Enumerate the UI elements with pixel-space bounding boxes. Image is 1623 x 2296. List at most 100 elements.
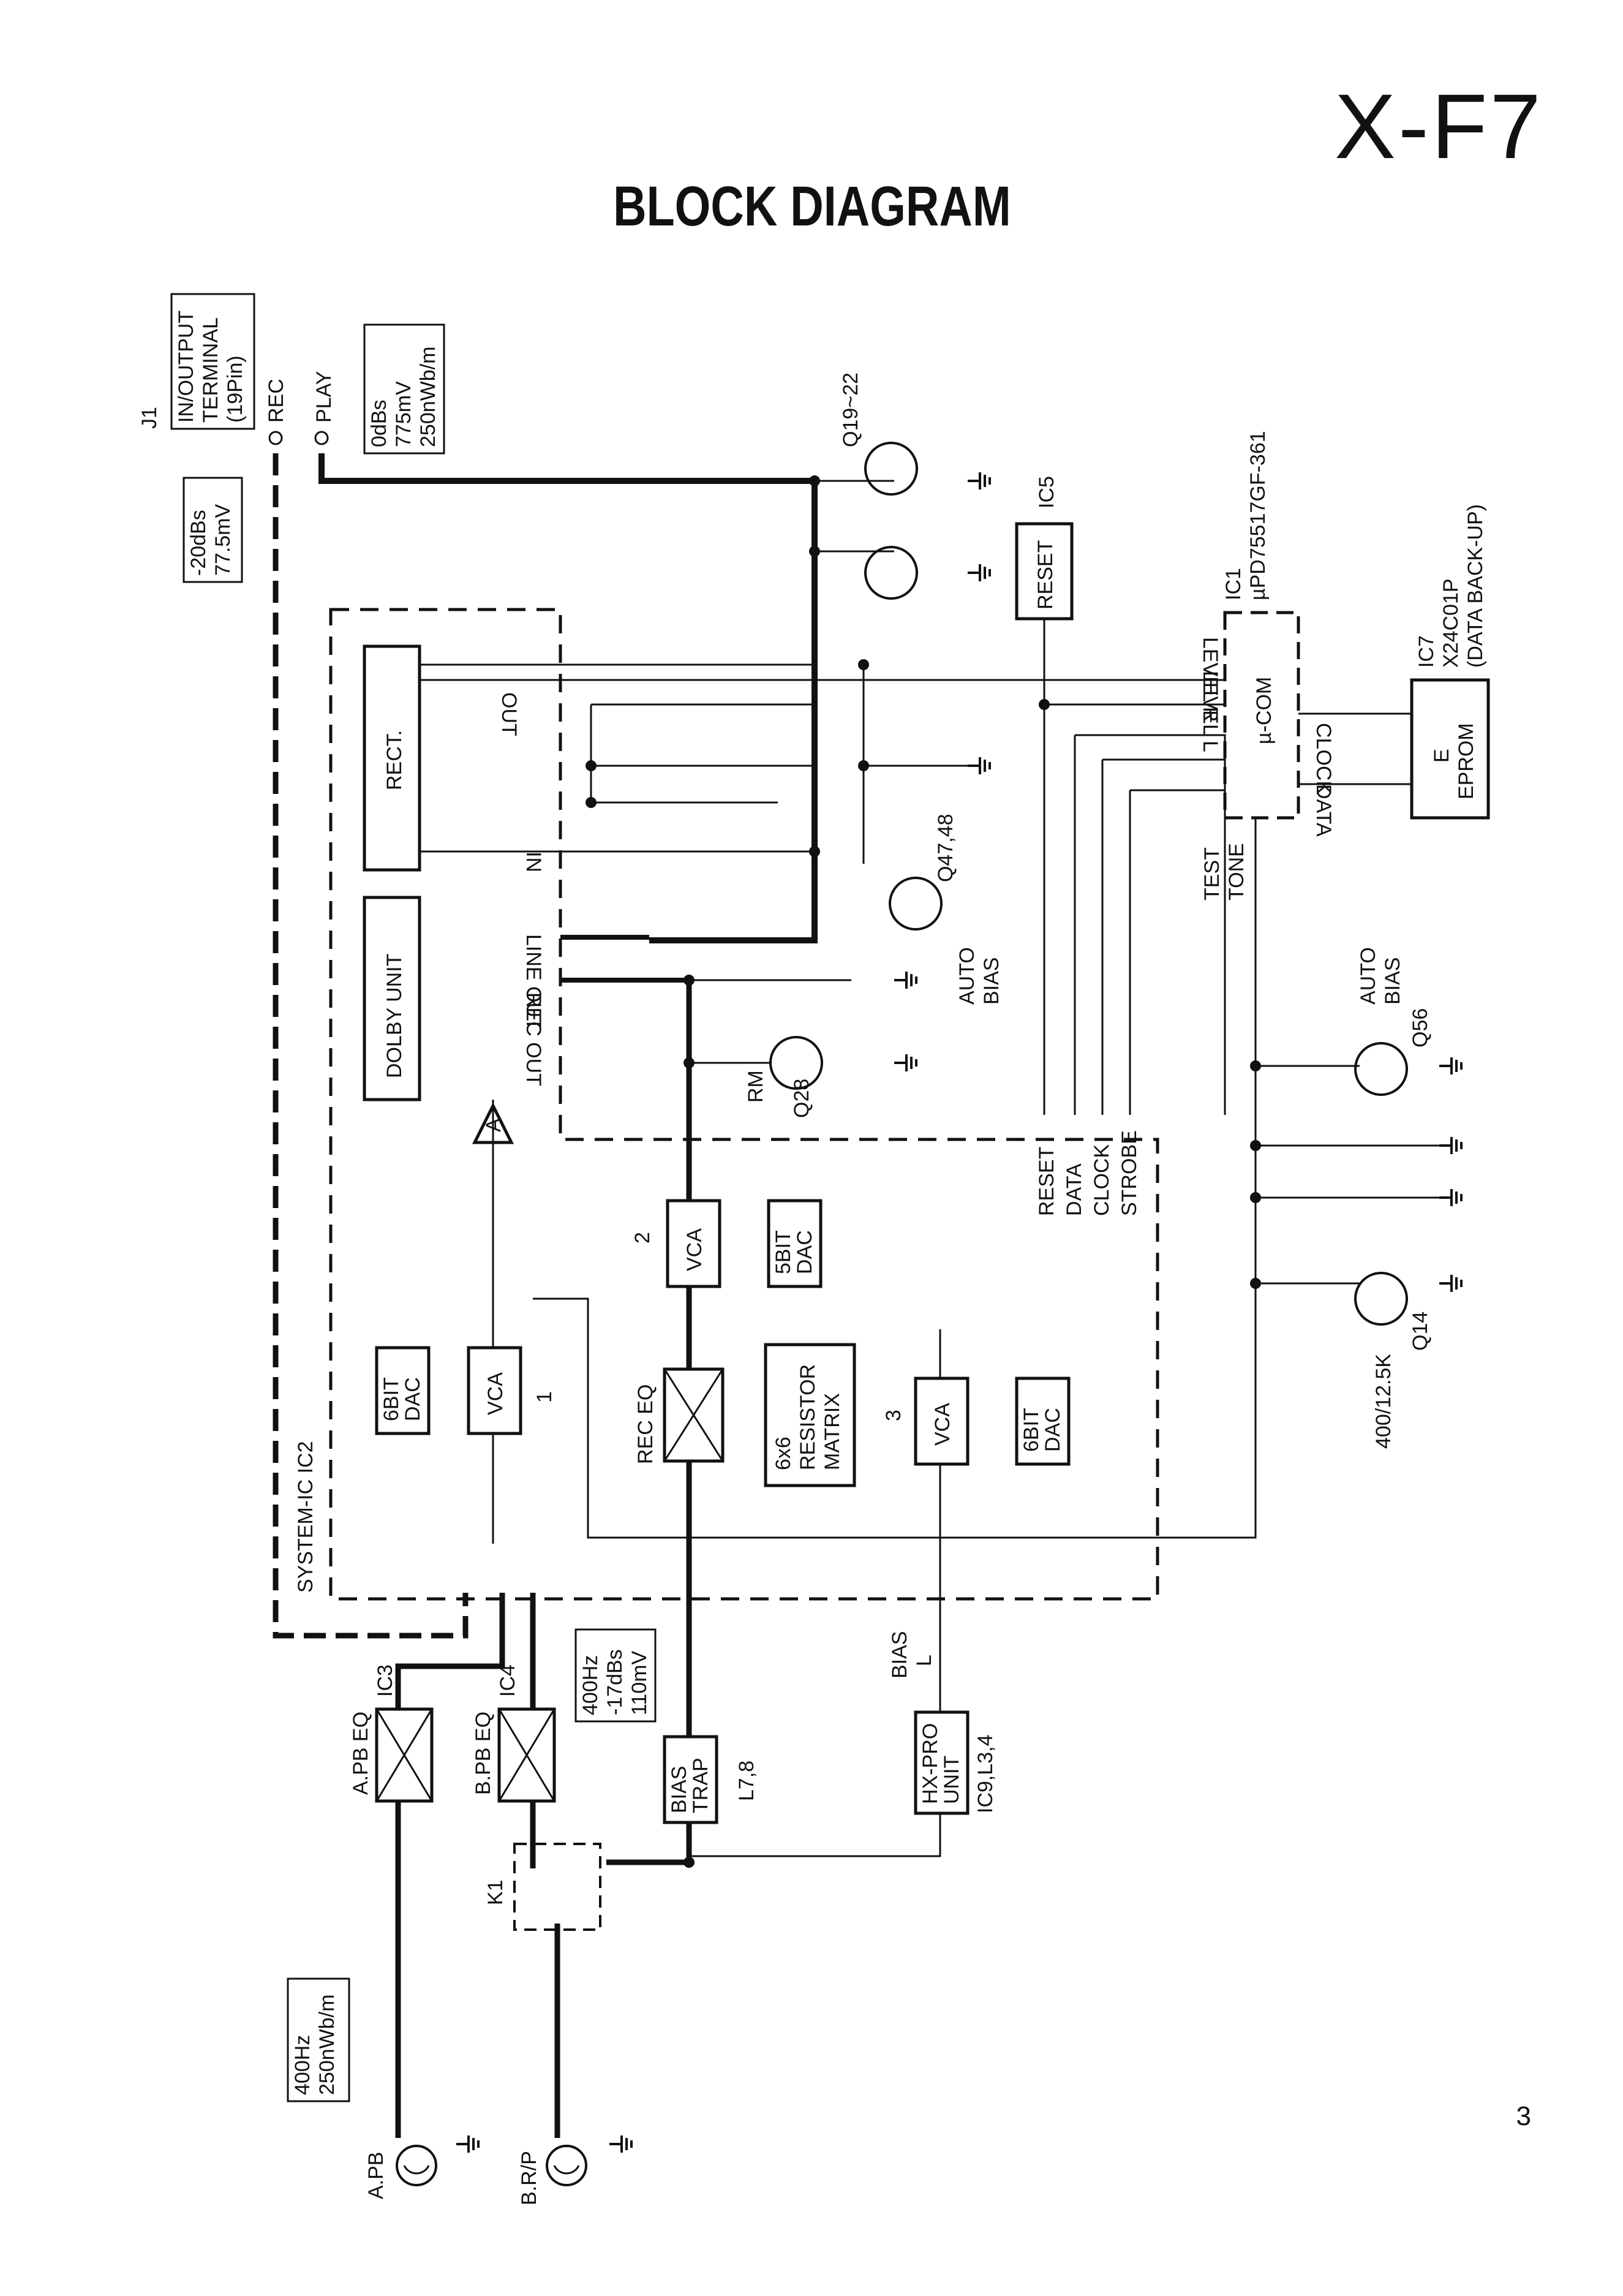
bias-ref-1: 400Hz [579,1655,602,1715]
q47-transistor [889,877,943,931]
strobe-signal-label: STROBE [1118,1130,1141,1216]
ic7-note: (DATA BACK-UP) [1464,504,1487,668]
data-signal-label: DATA [1063,1163,1086,1216]
dolby-unit-block [363,896,421,1101]
vca1-block [467,1346,522,1435]
a-pb-eq-block [375,1707,434,1803]
page-title: BLOCK DIAGRAM [613,175,1011,238]
terminal-line3: (19Pin) [224,355,247,423]
matrix-line1: 6x6 [772,1437,795,1470]
test-tone-1: TEST [1200,847,1224,901]
rm-label: RM [744,1070,767,1103]
system-ic-boundary [329,608,1159,1601]
reset-signal-label: RESET [1035,1147,1058,1216]
dac6-left-line1: 6BIT [380,1377,403,1421]
ic4-label: IC4 [496,1664,519,1697]
bias-trap-2: TRAP [689,1758,712,1813]
bias-l-1: BIAS [888,1631,911,1679]
num2-label: 2 [631,1232,654,1244]
hx-pro-block [914,1710,970,1815]
bias-ref-2: -17dBs [603,1649,627,1715]
vca3-block [914,1376,970,1466]
dac5-block [767,1199,823,1288]
dac5-line2: DAC [793,1230,816,1274]
clock-signal-label: CLOCK [1090,1144,1113,1216]
dolby-label: DOLBY UNIT [383,954,406,1078]
q28-label: Q28 [790,1079,813,1118]
q14-label: Q14 [1409,1312,1432,1351]
rec-level-1: -20dBs [187,510,210,576]
b-rp-head [546,2145,587,2186]
ic5-label: IC5 [1035,476,1058,508]
amp-label: A [482,1118,505,1132]
terminal-line2: TERMINAL [199,317,222,423]
head-ref-1: 400Hz [291,2035,314,2095]
auto-bias2-1: AUTO [1357,947,1380,1005]
system-ic-label: SYSTEM-IC IC2 [294,1441,317,1593]
l78-label: L7,8 [735,1761,758,1801]
matrix-line2: RESISTOR [796,1364,819,1470]
hx-pro-1: HX-PRO [919,1723,942,1804]
level-r-label: LEVEL R [1199,637,1222,722]
eprom-block [1410,678,1490,820]
bias-l-2: L [913,1655,936,1666]
b-rp-label: B.R/P [518,2151,541,2205]
bias-trap-1: BIAS [668,1766,691,1813]
dac6-right-block [1015,1376,1071,1466]
a-pb-label: A.PB [364,2152,388,2199]
q14-note: 400/12.5K [1372,1354,1395,1449]
hx-pro-2: UNIT [940,1756,963,1804]
auto-bias2-2: BIAS [1381,957,1404,1005]
b-pb-eq-block [497,1707,556,1803]
ucom-label: µ-COM [1252,677,1276,744]
q19-transistor-a [864,442,918,496]
level-l-label: LEVEL L [1199,671,1222,752]
q56-transistor [1354,1042,1408,1096]
bias-ref-3: 110mV [628,1650,651,1715]
dac6-right-line2: DAC [1041,1408,1064,1452]
rec-out-pin-label: REC OUT [522,992,545,1086]
q56-label: Q56 [1409,1008,1432,1048]
terminal-line1: IN/OUTPUT [175,311,198,423]
num3-label: 3 [882,1410,905,1421]
reset-label: RESET [1034,540,1057,610]
q19-label: Q19~22 [839,372,862,447]
rec-level-2: 77.5mV [211,504,235,576]
q47-label: Q47,48 [934,814,957,882]
vca2-block [666,1199,721,1288]
a-pb-eq-label: A.PB EQ [349,1712,372,1795]
matrix-line3: MATRIX [821,1393,844,1470]
page-number: 3 [1516,2101,1531,2131]
line-out-pin-label: LINE OUT [522,934,545,1030]
head-ref-2: 250nWb/m [315,1995,339,2095]
clock-pin-label: CLOCK [1312,723,1335,795]
b-pb-eq-label: B.PB EQ [472,1712,495,1795]
ic1-part: µPD75517GF-361 [1246,431,1270,600]
dac5-line1: 5BIT [772,1230,795,1274]
ic7-part: X24C01P [1439,578,1463,668]
ic1-label: IC1 [1222,568,1245,600]
ic9-label: IC9,L3,4 [974,1734,997,1813]
in-pin-label: IN [522,852,545,872]
ic7-label: IC7 [1415,635,1438,668]
dac6-left-block [375,1346,431,1435]
rec-terminal-label: REC [265,379,288,423]
dac6-right-line1: 6BIT [1020,1408,1043,1452]
eprom-label: EPROM [1455,723,1478,799]
rec-eq-block [663,1367,725,1463]
model-number: X-F7 [1334,75,1543,178]
e2-label: E [1430,749,1453,763]
k1-relay [513,1843,601,1931]
dac6-left-line2: DAC [401,1377,424,1421]
play-level-2: 775mV [392,381,415,447]
q14-transistor [1354,1272,1408,1326]
a-pb-head [396,2145,437,2186]
vca3-label: VCA [931,1403,954,1446]
vca1-label: VCA [484,1372,507,1415]
j1-label: J1 [138,407,161,429]
test-tone-2: TONE [1225,843,1248,901]
rect-label: RECT. [383,730,406,790]
data-pin-label: DATA [1312,784,1335,837]
auto-bias-2: BIAS [980,957,1003,1005]
